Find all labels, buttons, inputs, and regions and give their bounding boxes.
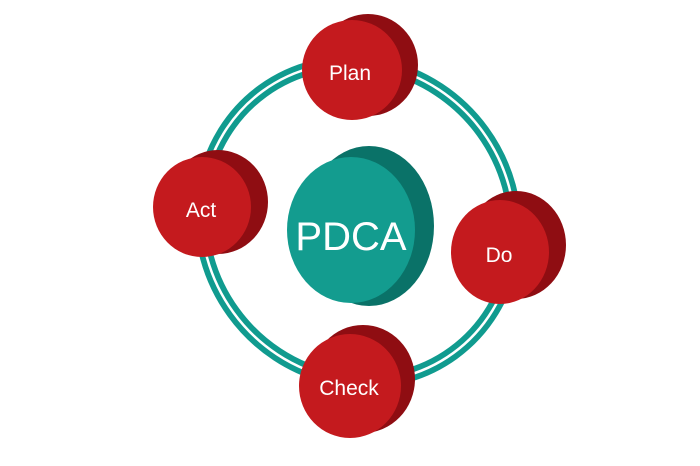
stage-act-node: Act — [153, 150, 268, 257]
stage-plan-node: Plan — [302, 14, 418, 120]
cycle-ring — [194, 55, 522, 389]
stage-do-node: Do — [451, 191, 566, 304]
stage-act-label: Act — [186, 199, 217, 222]
center-label: PDCA — [295, 215, 406, 259]
stage-do-label: Do — [486, 244, 513, 267]
center-disc: PDCA — [287, 146, 434, 306]
stage-check-node: Check — [299, 325, 415, 438]
stage-check-label: Check — [319, 377, 379, 400]
stage-plan-label: Plan — [329, 62, 371, 85]
